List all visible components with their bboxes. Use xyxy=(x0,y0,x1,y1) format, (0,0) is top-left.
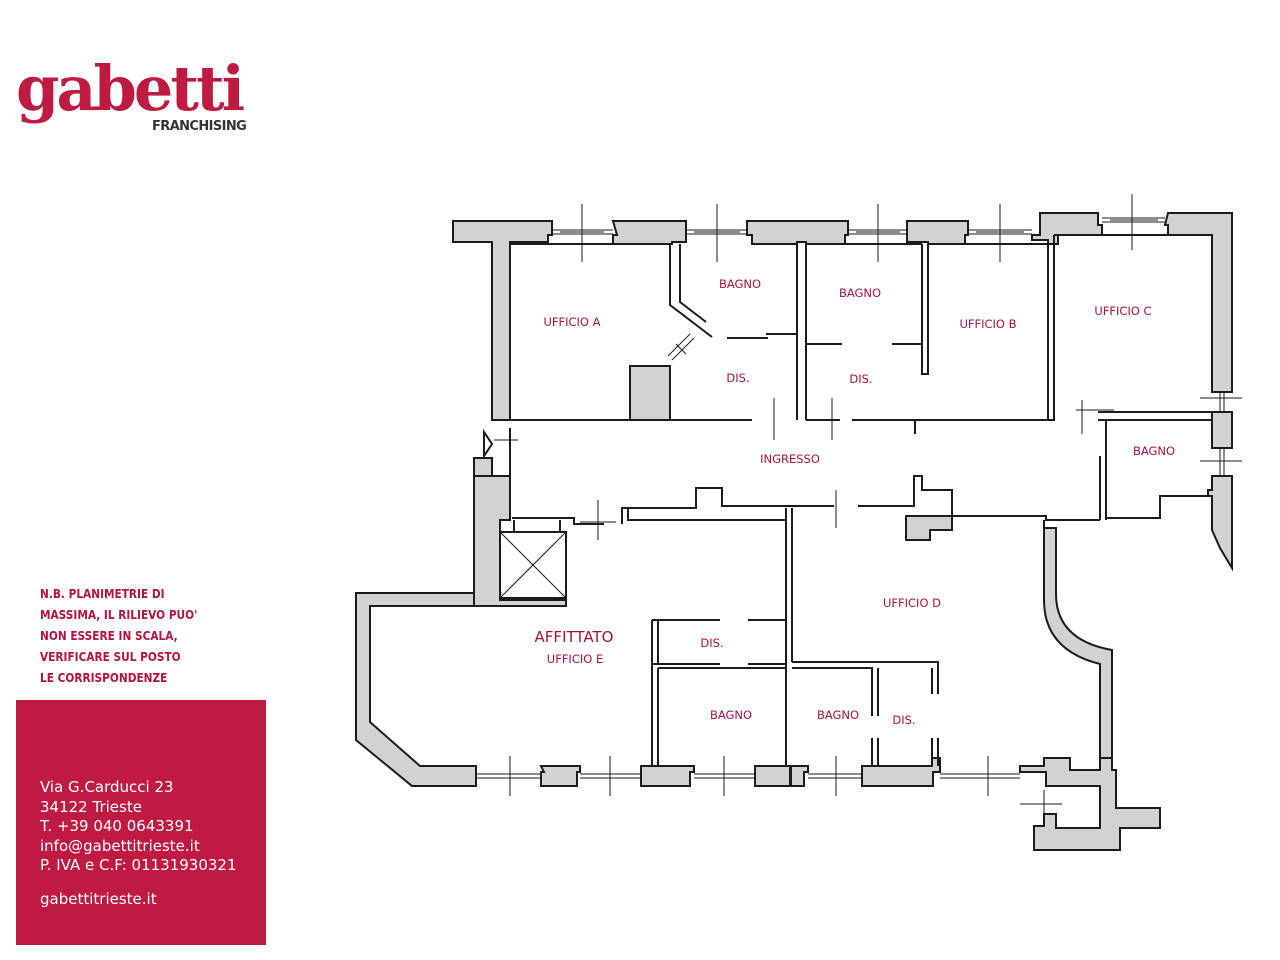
room-label-bagno: BAGNO xyxy=(710,708,752,722)
room-label-ufficio-c: UFFICIO C xyxy=(1094,304,1151,318)
room-labels: UFFICIO A BAGNO DIS. BAGNO DIS. UFFICIO … xyxy=(535,277,1176,727)
room-label-dis: DIS. xyxy=(726,371,749,385)
room-label-ingresso: INGRESSO xyxy=(760,452,820,466)
room-label-bagno: BAGNO xyxy=(1133,444,1175,458)
gabetti-logo: gabetti FRANCHISING xyxy=(16,52,248,134)
room-label-bagno: BAGNO xyxy=(719,277,761,291)
note-line: N.B. PLANIMETRIE DI xyxy=(40,587,165,601)
contact-vat: P. IVA e C.F: 01131930321 xyxy=(40,856,237,874)
room-label-dis: DIS. xyxy=(700,636,723,650)
room-label-affittato: AFFITTATO xyxy=(535,628,614,646)
windows xyxy=(476,194,1242,816)
note-line: MASSIMA, IL RILIEVO PUO' xyxy=(40,608,198,622)
exterior-walls xyxy=(355,212,1233,851)
room-label-ufficio-a: UFFICIO A xyxy=(543,315,600,329)
svg-text:FRANCHISING: FRANCHISING xyxy=(152,119,246,134)
room-label-ufficio-e: UFFICIO E xyxy=(547,652,603,666)
note-line: NON ESSERE IN SCALA, xyxy=(40,629,178,643)
room-label-ufficio-b: UFFICIO B xyxy=(959,317,1016,331)
contact-phone: T. +39 040 0643391 xyxy=(40,817,194,835)
disclaimer-note: N.B. PLANIMETRIE DI MASSIMA, IL RILIEVO … xyxy=(40,584,216,689)
contact-website[interactable]: gabettitrieste.it xyxy=(40,890,157,908)
room-label-dis: DIS. xyxy=(849,372,872,386)
floor-plan: UFFICIO A BAGNO DIS. BAGNO DIS. UFFICIO … xyxy=(355,194,1242,851)
entrance-arrow-icon xyxy=(483,428,494,460)
interior-walls xyxy=(499,234,1213,766)
contact-city: 34122 Trieste xyxy=(40,797,142,816)
contact-box: Via G.Carducci 23 34122 Trieste T. +39 0… xyxy=(16,700,266,945)
room-label-bagno: BAGNO xyxy=(817,708,859,722)
note-line: VERIFICARE SUL POSTO xyxy=(40,650,181,664)
room-label-ufficio-d: UFFICIO D xyxy=(883,596,941,610)
room-label-bagno: BAGNO xyxy=(839,286,881,300)
contact-email[interactable]: info@gabettitrieste.it xyxy=(40,836,200,855)
room-label-dis: DIS. xyxy=(892,713,915,727)
svg-text:gabetti: gabetti xyxy=(16,52,245,125)
note-line: LE CORRISPONDENZE xyxy=(40,671,168,685)
contact-address: Via G.Carducci 23 xyxy=(40,778,174,796)
